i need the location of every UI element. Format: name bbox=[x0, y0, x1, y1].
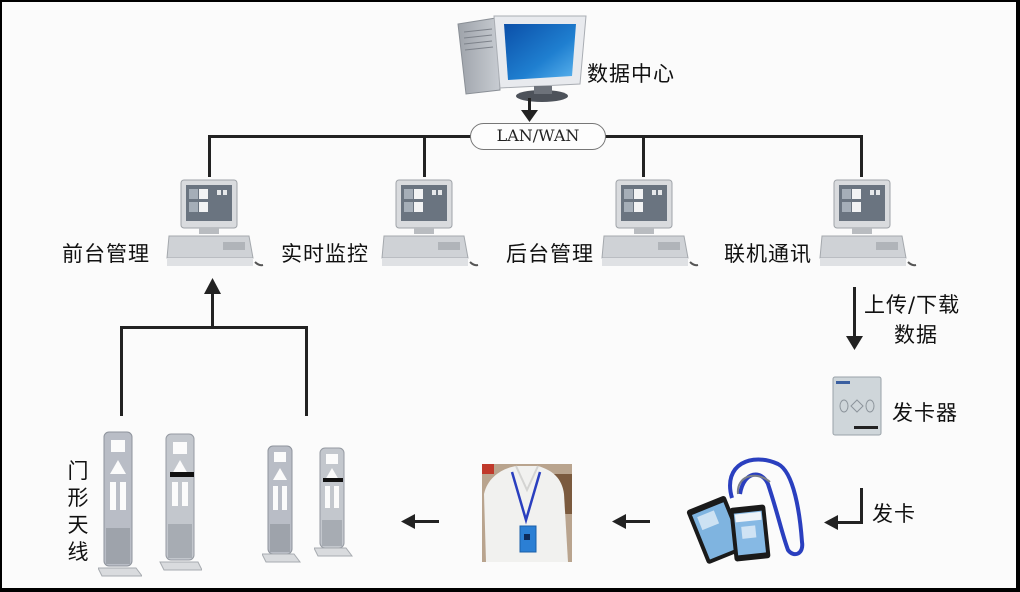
elbow-arrow-horizontal bbox=[836, 521, 863, 524]
workstation-icon bbox=[819, 179, 917, 267]
server-computer-icon bbox=[457, 15, 587, 102]
gate-antenna-icon bbox=[98, 431, 142, 577]
gate-drop-line bbox=[120, 326, 123, 416]
card-reader-icon bbox=[832, 376, 882, 436]
data-center-label: 数据中心 bbox=[587, 62, 675, 86]
workstation-monitoring bbox=[380, 178, 480, 274]
drop-line bbox=[860, 135, 863, 177]
workstation-front-desk bbox=[165, 178, 265, 274]
gate-drop-line bbox=[305, 326, 308, 416]
arrow-shaft bbox=[528, 98, 531, 114]
upload-download-label-line1: 上传/下载 bbox=[864, 293, 961, 317]
elbow-arrow-vertical bbox=[860, 488, 863, 524]
arrow-left-icon bbox=[612, 514, 626, 529]
workstation-label-monitoring: 实时监控 bbox=[281, 242, 369, 266]
arrow-shaft bbox=[211, 292, 214, 326]
workstation-online-comm bbox=[818, 178, 918, 274]
gate-bus-line bbox=[120, 326, 308, 329]
arrow-down-icon bbox=[521, 110, 538, 122]
person-wearing-badge-icon bbox=[482, 464, 572, 562]
drop-line bbox=[642, 135, 645, 177]
arrow-down-icon bbox=[846, 336, 863, 350]
gate-antenna-label: 门 形 天 线 bbox=[66, 458, 90, 566]
gate-antenna-char: 门 bbox=[67, 459, 89, 483]
gate-antenna-char: 线 bbox=[67, 540, 89, 564]
gate-antenna-char: 天 bbox=[67, 513, 89, 537]
arrow-left-icon bbox=[824, 515, 838, 530]
gate-antenna-icon bbox=[314, 447, 353, 557]
upload-download-label-line2: 数据 bbox=[894, 323, 938, 347]
arrow-shaft bbox=[412, 520, 439, 523]
network-lan-wan-badge: LAN/WAN bbox=[470, 123, 606, 150]
arrow-shaft bbox=[624, 520, 650, 523]
arrow-up-icon bbox=[204, 278, 221, 294]
workstation-label-backend: 后台管理 bbox=[506, 242, 594, 266]
workstation-label-online-comm: 联机通讯 bbox=[724, 242, 812, 266]
drop-line bbox=[423, 135, 426, 177]
workstation-backend bbox=[600, 178, 700, 274]
gate-antenna-icon bbox=[159, 433, 202, 571]
drop-line bbox=[208, 135, 211, 177]
id-badge-lanyard-icon bbox=[686, 457, 805, 564]
workstation-icon bbox=[381, 179, 479, 267]
workstation-icon bbox=[166, 179, 264, 267]
workstation-label-front-desk: 前台管理 bbox=[62, 242, 150, 266]
gate-antenna-icon bbox=[262, 445, 301, 563]
arrow-shaft bbox=[853, 287, 856, 337]
workstation-icon bbox=[601, 179, 699, 267]
gate-antenna-char: 形 bbox=[67, 486, 89, 510]
issue-card-label: 发卡 bbox=[872, 502, 916, 526]
card-issuer-label: 发卡器 bbox=[892, 401, 958, 425]
arrow-left-icon bbox=[401, 514, 415, 529]
